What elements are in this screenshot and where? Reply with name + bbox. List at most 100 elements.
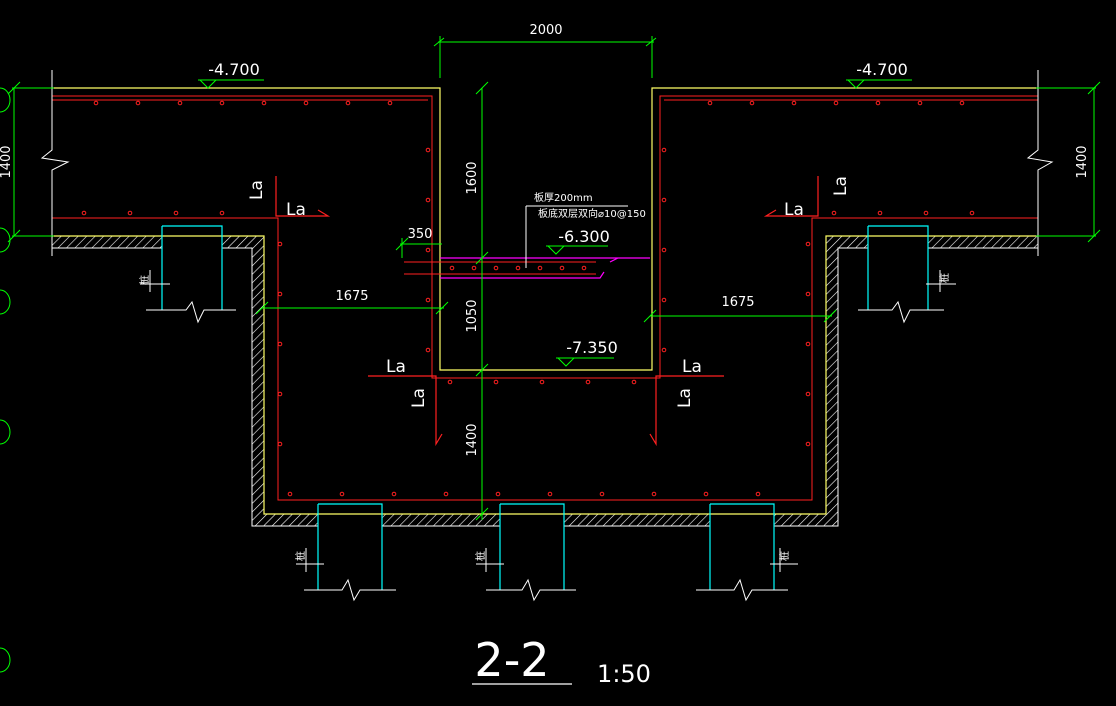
rebar-dot xyxy=(339,491,345,497)
rebar-dot xyxy=(493,265,499,271)
rebar-dot xyxy=(833,100,839,106)
rebar-dot xyxy=(471,265,477,271)
dim-top-width: 2000 xyxy=(529,23,562,38)
rebar-dot xyxy=(493,379,499,385)
rebar-dot xyxy=(805,391,811,397)
rebar-dot xyxy=(277,341,283,347)
rebar-dot xyxy=(805,341,811,347)
soil-hatch xyxy=(51,235,1039,527)
rebar-dot xyxy=(135,100,141,106)
rebar-dot xyxy=(447,379,453,385)
la-label-right-v: La xyxy=(831,176,851,196)
dim-upper-depth: 1600 xyxy=(465,161,480,194)
rebar-lines xyxy=(52,95,1038,501)
la-label-mid-left-h: La xyxy=(386,357,406,377)
rebar-dot xyxy=(559,265,565,271)
rebar-dot xyxy=(287,491,293,497)
rebar-dot xyxy=(585,379,591,385)
dim-offset: 350 xyxy=(408,227,433,242)
rebar-dot xyxy=(425,147,431,153)
rebar-dot xyxy=(277,391,283,397)
section-scale: 1:50 xyxy=(597,660,651,688)
anchorage-arrows xyxy=(275,176,819,447)
dim-left-height: 1400 xyxy=(0,145,14,178)
la-label-left-v: La xyxy=(247,180,267,200)
rebar-dot xyxy=(661,147,667,153)
rebar-dot xyxy=(599,491,605,497)
grid-bubbles xyxy=(0,87,11,673)
rebar-dot xyxy=(173,210,179,216)
elev-slab: -6.300 xyxy=(558,227,610,246)
rebar-dot xyxy=(539,379,545,385)
slab xyxy=(440,257,650,279)
rebar-dot xyxy=(581,265,587,271)
rebar-dot xyxy=(425,297,431,303)
rebar-dot xyxy=(661,197,667,203)
rebar-dot xyxy=(805,241,811,247)
concrete-outline xyxy=(52,87,1038,515)
rebar-dot xyxy=(277,241,283,247)
rebar-dot xyxy=(303,100,309,106)
rebar-dot xyxy=(219,210,225,216)
rebar-dot xyxy=(515,265,521,271)
elev-left-top: -4.700 xyxy=(208,60,260,79)
piles xyxy=(161,225,929,590)
rebar-dot xyxy=(261,100,267,106)
rebar-dot xyxy=(959,100,965,106)
break-lines xyxy=(40,70,1054,256)
rebar-dot xyxy=(805,291,811,297)
rebar-dot xyxy=(631,379,637,385)
rebar-dot xyxy=(661,247,667,253)
elev-right-top: -4.700 xyxy=(856,60,908,79)
rebar-dot xyxy=(81,210,87,216)
dim-right-height: 1400 xyxy=(1075,145,1090,178)
rebar-dot xyxy=(219,100,225,106)
slab-rebar xyxy=(404,261,596,275)
rebar-dot xyxy=(425,347,431,353)
rebar-dot xyxy=(791,100,797,106)
pile-label-bottom-mid: 桩 xyxy=(474,551,487,561)
rebar-dot xyxy=(703,491,709,497)
rebar-dot xyxy=(387,100,393,106)
rebar-dot xyxy=(831,210,837,216)
elev-pit: -7.350 xyxy=(566,338,618,357)
rebar-dot xyxy=(425,247,431,253)
slab-note-leader xyxy=(525,205,628,268)
slab-note-thickness: 板厚200mm xyxy=(534,191,593,204)
rebar-dot xyxy=(875,100,881,106)
la-label-mid-left-v: La xyxy=(409,388,429,408)
rebar-dot xyxy=(537,265,543,271)
rebar-dots xyxy=(81,100,975,497)
rebar-dot xyxy=(495,491,501,497)
pile-label-right: 桩 xyxy=(938,273,951,283)
rebar-dot xyxy=(177,100,183,106)
rebar-dot xyxy=(651,491,657,497)
pile-label-bottom-left: 桩 xyxy=(294,551,307,561)
dim-left-width: 1675 xyxy=(335,289,368,304)
rebar-dot xyxy=(449,265,455,271)
dim-right-width: 1675 xyxy=(721,295,754,310)
rebar-dot xyxy=(661,347,667,353)
rebar-dot xyxy=(547,491,553,497)
rebar-dot xyxy=(707,100,713,106)
rebar-dot xyxy=(443,491,449,497)
dim-mid-depth: 1050 xyxy=(465,299,480,332)
slab-note-rebar: 板底双层双向⌀10@150 xyxy=(538,207,646,220)
rebar-dot xyxy=(391,491,397,497)
section-title: 2-2 xyxy=(474,633,549,687)
rebar-dot xyxy=(425,197,431,203)
rebar-dot xyxy=(93,100,99,106)
pile-label-left: 桩 xyxy=(138,275,151,285)
rebar-dot xyxy=(127,210,133,216)
la-label-mid-right-h: La xyxy=(682,357,702,377)
rebar-dot xyxy=(805,441,811,447)
rebar-dot xyxy=(661,297,667,303)
rebar-dot xyxy=(755,491,761,497)
pile-label-bottom-right: 桩 xyxy=(778,551,791,561)
rebar-dot xyxy=(917,100,923,106)
pile-breaks xyxy=(140,270,956,602)
elevation-markers xyxy=(198,79,912,367)
rebar-dot xyxy=(969,210,975,216)
rebar-dot xyxy=(277,291,283,297)
